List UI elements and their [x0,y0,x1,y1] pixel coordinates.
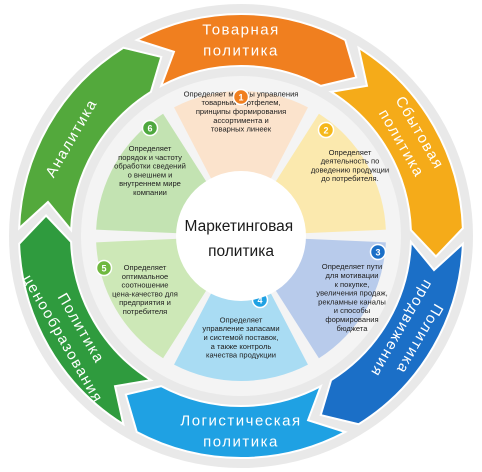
ring-label-1-line-1: Товарная [202,22,280,39]
segment-3-line-3: к покупке, [335,280,370,289]
segment-3-line-7: формирования [325,315,378,324]
segment-6-line-1: Определяет [129,144,172,153]
segment-6-line-6: компании [133,188,167,197]
segment-2-line-1: Определяет [329,148,372,157]
center-title-line-1: Маркетинговая [184,218,293,235]
inner-segment-4 [174,236,308,382]
badge-3 [369,243,387,261]
segment-5-line-6: потребителя [123,307,168,316]
segment-6-line-5: внутреннем мире [119,179,181,188]
segment-4-line-2: управление запасами [202,324,279,333]
segment-5-line-4: цена-качество для [112,289,178,298]
center-circle [176,171,306,301]
segment-4-line-3: и системой поставок, [204,333,279,342]
badge-4-number: 4 [257,296,262,306]
segment-4-line-4: а также контроль [211,342,272,351]
ring-label-1: Товарная политика [202,22,280,60]
segment-3-line-8: бюджета [337,324,369,333]
segment-5-line-5: предприятия и [119,298,171,307]
badge-1 [232,88,250,106]
ring-segment-1 [134,13,358,89]
segment-4-line-1: Определяет [220,315,263,324]
badge-2 [317,121,335,139]
segment-3-line-5: рекламные каналы [318,297,386,306]
ring-segment-4 [124,383,348,459]
badge-1-number: 1 [238,93,243,103]
segment-1-line-5: товарных линеек [211,125,272,134]
segment-4-line-5: качества продукции [206,351,276,360]
badge-2-number: 2 [323,126,328,136]
segment-6-line-3: обработки сведений [114,162,186,171]
segment-3-line-1: Определяет пути [322,262,382,271]
ring-label-4-line-2: политика [203,434,279,451]
segment-5-line-2: оптимальное [122,272,169,281]
segment-3-line-4: увеличения продаж, [316,289,387,298]
segment-1-line-3: принципы формирования [196,107,286,116]
segment-5-line-3: соотношение [121,281,168,290]
ring-label-4: Логистическая политика [180,413,301,451]
center-title-line-2: политика [208,243,274,260]
segment-3-line-6: и способы [334,306,370,315]
segment-1-line-4: ассортимента и [213,116,269,125]
segment-6-line-2: порядок и частоту [118,153,182,162]
segment-3-line-2: для мотивации [325,271,378,280]
segment-2-line-2: деятельность по [321,157,380,166]
inner-segment-1 [174,90,308,236]
ring-segment-3 [319,239,464,426]
segment-5-line-1: Определяет [124,263,167,272]
badge-6-number: 6 [147,124,152,134]
badge-5-number: 5 [101,264,106,274]
segment-2-line-3: доведению продукции [311,165,389,174]
ring-segment-5 [18,214,154,427]
segment-6-line-4: о внешнем и [128,170,173,179]
badge-6 [141,119,159,137]
center-title: Маркетинговая политика [184,218,297,260]
badge-5 [95,259,113,277]
ring-label-4-line-1: Логистическая [180,413,301,430]
segment-2-line-4: до потребителя. [321,174,378,183]
badge-3-number: 3 [375,248,380,258]
ring-segment-2 [328,45,464,258]
ring-label-1-line-2: политика [203,43,279,60]
ring-segment-6 [18,46,163,233]
